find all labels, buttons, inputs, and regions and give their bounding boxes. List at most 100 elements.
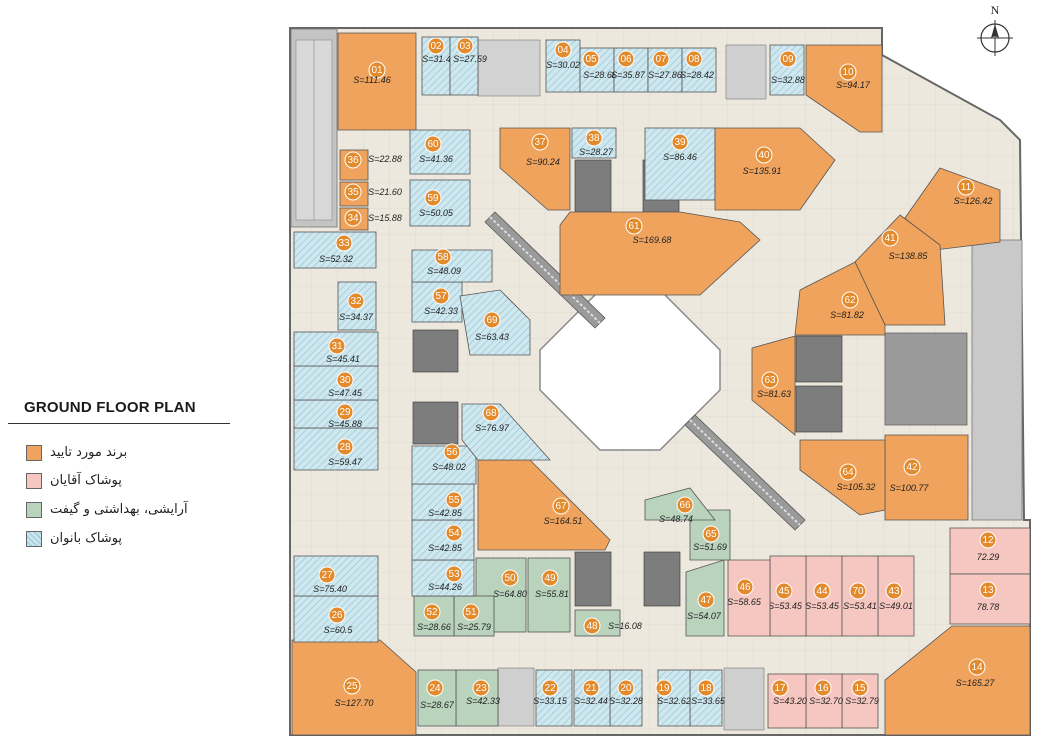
shop-unit-32[interactable]: 32S=34.37 (337, 281, 377, 331)
shop-unit-21[interactable]: 21S=32.44 (573, 669, 611, 727)
shop-unit-shape[interactable] (949, 573, 1031, 625)
shop-unit-31[interactable]: 31S=45.41 (293, 331, 379, 367)
shop-unit-shape[interactable] (417, 669, 457, 727)
shop-unit-64[interactable]: 64S=105.32 (799, 439, 886, 516)
shop-unit-shape[interactable] (411, 559, 475, 597)
shop-unit-shape[interactable] (411, 483, 475, 521)
shop-unit-55[interactable]: 55S=42.85 (411, 483, 475, 521)
shop-unit-25[interactable]: 25S=127.70 (291, 639, 417, 736)
shop-unit-shape[interactable] (805, 44, 883, 133)
shop-unit-19[interactable]: 19S=32.62 (655, 669, 691, 727)
shop-unit-66[interactable]: 66S=48.74 (644, 487, 716, 524)
shop-unit-47[interactable]: 47S=54.07 (685, 559, 725, 637)
shop-unit-shape[interactable] (559, 211, 761, 296)
shop-unit-39[interactable]: 39S=86.46 (644, 127, 716, 201)
shop-unit-18[interactable]: 18S=33.65 (689, 669, 726, 727)
shop-unit-70[interactable]: 70S=53.41 (841, 555, 879, 637)
shop-unit-09[interactable]: 09S=32.88 (769, 44, 805, 96)
shop-unit-33[interactable]: 33S=52.32 (293, 231, 377, 269)
shop-unit-53[interactable]: 53S=44.26 (411, 559, 475, 597)
shop-unit-shape[interactable] (689, 669, 723, 727)
shop-unit-43[interactable]: 43S=49.01 (877, 555, 915, 637)
shop-unit-shape[interactable] (609, 669, 643, 727)
shop-unit-shape[interactable] (293, 231, 377, 269)
shop-unit-29[interactable]: 29S=45.88 (293, 399, 379, 429)
shop-unit-shape[interactable] (573, 669, 611, 727)
shop-unit-08[interactable]: 08S=28.42 (680, 47, 717, 93)
shop-unit-30[interactable]: 30S=47.45 (293, 365, 379, 401)
shop-unit-shape[interactable] (293, 555, 379, 597)
shop-unit-shape[interactable] (499, 127, 571, 211)
shop-unit-05[interactable]: 05S=28.68 (579, 47, 617, 93)
shop-unit-11[interactable]: 11S=126.42 (904, 167, 1001, 251)
shop-unit-shape[interactable] (714, 127, 836, 211)
shop-unit-17[interactable]: 17S=43.20 (767, 673, 807, 729)
shop-unit-shape[interactable] (411, 519, 475, 561)
shop-unit-65[interactable]: 65S=51.69 (689, 509, 731, 561)
shop-unit-06[interactable]: 06S=35.87 (611, 47, 649, 93)
shop-unit-62[interactable]: 62S=81.82 (794, 261, 886, 336)
shop-unit-40[interactable]: 40S=135.91 (714, 127, 836, 211)
shop-unit-shape[interactable] (409, 179, 471, 227)
shop-unit-61[interactable]: 61S=169.68 (559, 211, 761, 296)
shop-unit-22[interactable]: 22S=33.15 (533, 669, 573, 727)
shop-unit-shape[interactable] (767, 673, 807, 729)
shop-unit-20[interactable]: 20S=32.28 (609, 669, 643, 727)
shop-unit-41[interactable]: 41S=138.85 (854, 214, 946, 326)
shop-unit-07[interactable]: 07S=27.86 (647, 47, 683, 93)
shop-unit-37[interactable]: 37S=90.24 (499, 127, 571, 211)
shop-unit-56[interactable]: 56S=48.02 (411, 443, 477, 485)
shop-unit-15[interactable]: 15S=32.79 (841, 673, 879, 729)
shop-unit-26[interactable]: 26S=60.5 (293, 595, 379, 643)
shop-unit-shape[interactable] (884, 434, 969, 521)
shop-unit-38[interactable]: 38S=28.27 (571, 127, 617, 159)
shop-unit-shape[interactable] (535, 669, 573, 727)
shop-unit-49[interactable]: 49S=55.81 (527, 557, 571, 633)
unit-area-label: 72.29 (977, 552, 1000, 562)
shop-unit-28[interactable]: 28S=59.47 (293, 427, 379, 471)
shop-unit-shape[interactable] (794, 261, 886, 336)
shop-unit-58[interactable]: 58S=48.09 (411, 248, 493, 283)
shop-unit-42[interactable]: 42S=100.77 (884, 434, 969, 521)
shop-unit-27[interactable]: 27S=75.40 (293, 555, 379, 597)
shop-unit-shape[interactable] (411, 249, 493, 283)
shop-unit-shape[interactable] (884, 625, 1031, 736)
shop-unit-63[interactable]: 63S=81.63 (751, 335, 796, 436)
shop-unit-59[interactable]: 59S=50.05 (409, 179, 471, 227)
shop-unit-shape[interactable] (949, 527, 1031, 575)
shop-unit-shape[interactable] (293, 399, 379, 429)
shop-unit-shape[interactable] (293, 427, 379, 471)
shop-unit-60[interactable]: 60S=41.36 (409, 129, 471, 175)
shop-unit-shape[interactable] (461, 403, 551, 461)
shop-unit-shape[interactable] (727, 559, 771, 637)
shop-unit-68[interactable]: 68S=76.97 (461, 403, 551, 461)
shop-unit-04[interactable]: 04S=30.02 (545, 39, 581, 93)
shop-unit-23[interactable]: 23S=42.33 (455, 669, 500, 727)
shop-unit-45[interactable]: 45S=53.45 (768, 555, 807, 637)
shop-unit-54[interactable]: 54S=42.85 (411, 519, 475, 561)
shop-unit-03[interactable]: 03S=27.59 (449, 36, 487, 96)
shop-unit-44[interactable]: 44S=53.45 (805, 555, 843, 637)
shop-unit-46[interactable]: 46S=58.65 (727, 559, 771, 637)
shop-unit-16[interactable]: 16S=32.70 (805, 673, 843, 729)
shop-unit-10[interactable]: 10S=94.17 (805, 44, 883, 133)
shop-unit-01[interactable]: 01S=111.46 (337, 32, 417, 131)
shop-unit-shape[interactable] (904, 167, 1001, 251)
shop-unit-14[interactable]: 14S=165.27 (884, 625, 1031, 736)
east-service-strip (971, 239, 1023, 521)
shop-unit-52[interactable]: 52S=28.66 (413, 595, 455, 637)
shop-unit-02[interactable]: 02S=31.42 (421, 36, 456, 96)
shop-unit-51[interactable]: 51S=25.79 (453, 595, 495, 637)
shop-unit-shape[interactable] (854, 214, 946, 326)
shop-unit-24[interactable]: 24S=28.67 (417, 669, 457, 727)
shop-unit-69[interactable]: 69S=63.43 (459, 289, 531, 356)
shop-unit-57[interactable]: 57S=42.33 (411, 281, 463, 323)
shop-unit-shape[interactable] (409, 129, 471, 175)
shop-unit-shape[interactable] (657, 669, 691, 727)
